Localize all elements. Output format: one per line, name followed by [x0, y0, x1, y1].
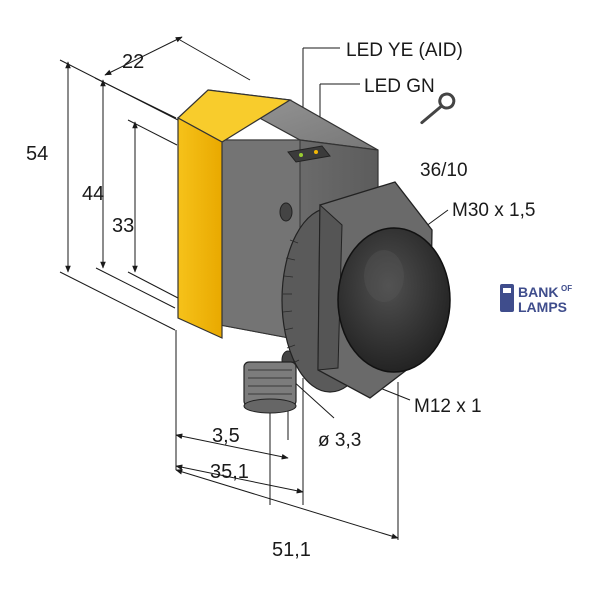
label-front-thread: M30 x 1,5: [452, 200, 535, 221]
dim-height-44: 44: [82, 183, 104, 205]
svg-text:OF: OF: [561, 284, 572, 293]
label-connector-thread: M12 x 1: [414, 396, 482, 417]
svg-text:LAMPS: LAMPS: [518, 299, 567, 315]
led-green-icon: [299, 153, 303, 157]
dim-offset-3-5: 3,5: [212, 425, 240, 447]
label-hole-diameter: ø 3,3: [318, 430, 361, 451]
led-window: [287, 145, 331, 163]
dim-depth-35-1: 35,1: [210, 461, 249, 483]
bank-of-lamps-logo: BANK OF LAMPS: [500, 284, 572, 315]
label-led-green: LED GN: [364, 76, 435, 97]
label-led-yellow: LED YE (AID): [346, 40, 463, 61]
led-yellow-icon: [314, 150, 318, 154]
lens: [337, 227, 451, 373]
dim-depth-51-1: 51,1: [272, 539, 311, 561]
dim-width-22: 22: [122, 51, 144, 73]
threaded-barrel: [281, 181, 451, 399]
m12-connector: [243, 361, 297, 414]
dim-height-33: 33: [112, 215, 134, 237]
dim-height-54: 54: [26, 143, 48, 165]
wrench-icon: [420, 92, 456, 125]
label-wrench-size: 36/10: [420, 160, 468, 181]
svg-text:BANK: BANK: [518, 284, 558, 300]
